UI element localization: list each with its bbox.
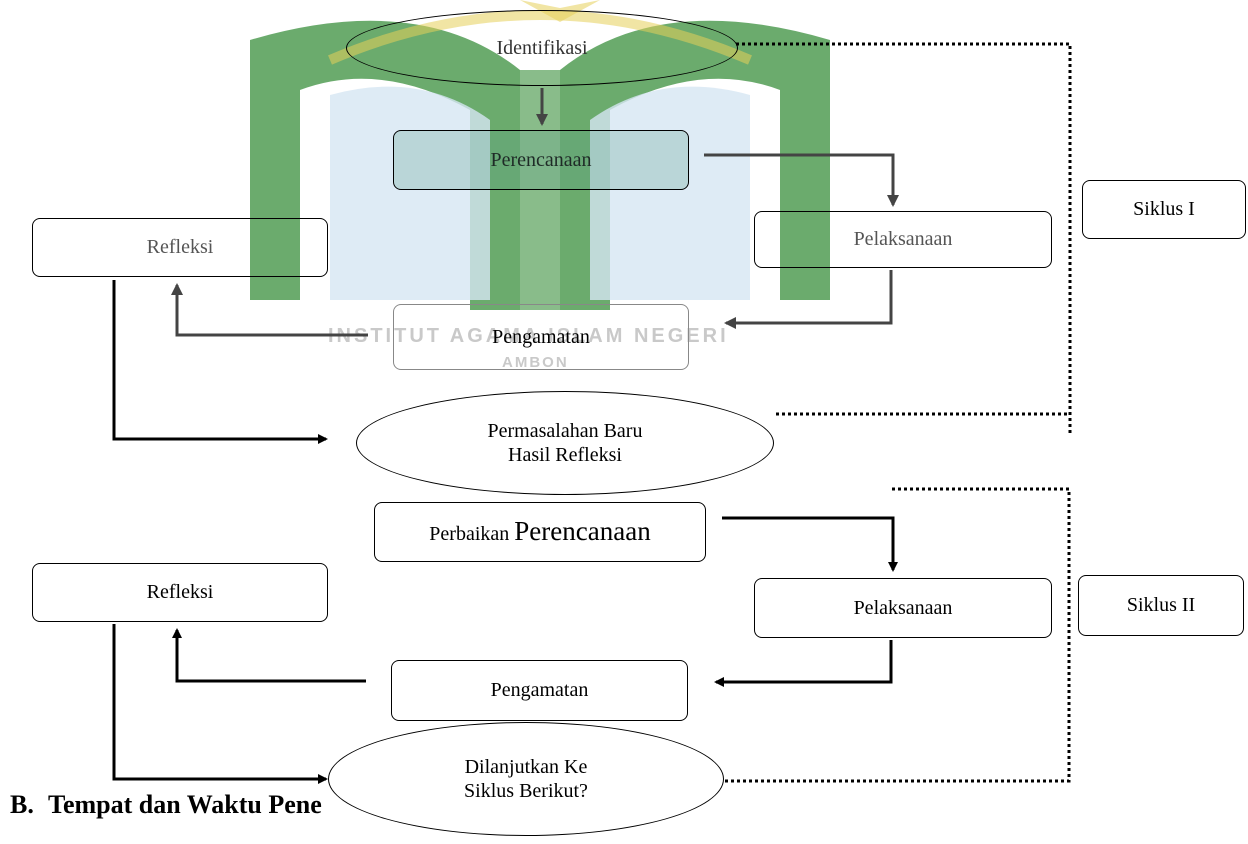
arrow-perencanaan-to-pelaksanaan	[704, 153, 899, 207]
permasalahan-line2: Hasil Refleksi	[508, 444, 622, 466]
refleksi-label: Refleksi	[146, 581, 214, 603]
arrow-pelaksanaan2-to-pengamatan2	[714, 640, 893, 687]
section-number: B.	[10, 790, 34, 819]
pelaksanaan-node-cycle2: Pelaksanaan	[754, 578, 1052, 638]
arrow-refleksi-to-permasalahan	[112, 280, 328, 444]
arrow-pengamatan2-to-refleksi2	[172, 628, 366, 683]
perbaikan-perencanaan-node: Perbaikan Perencanaan	[374, 502, 706, 562]
refleksi-node-cycle1: Refleksi	[32, 218, 328, 277]
siklus-1-label-box: Siklus I	[1082, 180, 1246, 239]
bracket-siklus2	[722, 487, 1071, 783]
pelaksanaan-label: Pelaksanaan	[853, 596, 953, 619]
dilanjutkan-line2: Siklus Berikut?	[464, 780, 588, 802]
section-heading: B. Tempat dan Waktu Pene	[10, 790, 322, 820]
perencanaan-node: Perencanaan	[393, 130, 689, 190]
permasalahan-baru-node: Permasalahan Baru Hasil Refleksi	[356, 391, 774, 495]
arrow-refleksi2-to-dilanjutkan	[112, 624, 328, 784]
identifikasi-label: Identifikasi	[496, 36, 588, 59]
siklus-1-label: Siklus I	[1133, 198, 1195, 220]
permasalahan-line1: Permasalahan Baru	[487, 419, 643, 442]
watermark-institution-text: INSTITUT AGAMA ISLAM NEGERI	[328, 325, 729, 347]
refleksi-node-cycle2: Refleksi	[32, 563, 328, 622]
pelaksanaan-node-cycle1: Pelaksanaan	[754, 211, 1052, 268]
pengamatan-label: Pengamatan	[492, 325, 590, 348]
perbaikan-prefix: Perbaikan	[429, 523, 510, 546]
pengamatan-label: Pengamatan	[490, 679, 589, 701]
perbaikan-main: Perencanaan	[514, 516, 651, 547]
arrow-perbaikan-to-pelaksanaan	[722, 516, 898, 572]
watermark-city-text: AMBON	[502, 354, 569, 371]
arrow-pengamatan-to-refleksi	[171, 283, 368, 337]
pelaksanaan-label: Pelaksanaan	[853, 228, 953, 250]
refleksi-label: Refleksi	[146, 236, 214, 258]
arrow-pelaksanaan-to-pengamatan	[724, 270, 893, 329]
dilanjutkan-line1: Dilanjutkan Ke	[464, 755, 588, 778]
pengamatan-node-cycle1: Pengamatan	[393, 304, 689, 370]
pengamatan-node-cycle2: Pengamatan	[391, 660, 688, 721]
section-title: Tempat dan Waktu Pene	[48, 790, 322, 819]
dilanjutkan-node: Dilanjutkan Ke Siklus Berikut?	[328, 722, 724, 836]
identifikasi-node: Identifikasi	[346, 10, 738, 86]
siklus-2-label-box: Siklus II	[1078, 575, 1244, 636]
perencanaan-label: Perencanaan	[490, 148, 592, 171]
siklus-2-label: Siklus II	[1126, 594, 1196, 616]
bracket-siklus1	[736, 42, 1072, 436]
